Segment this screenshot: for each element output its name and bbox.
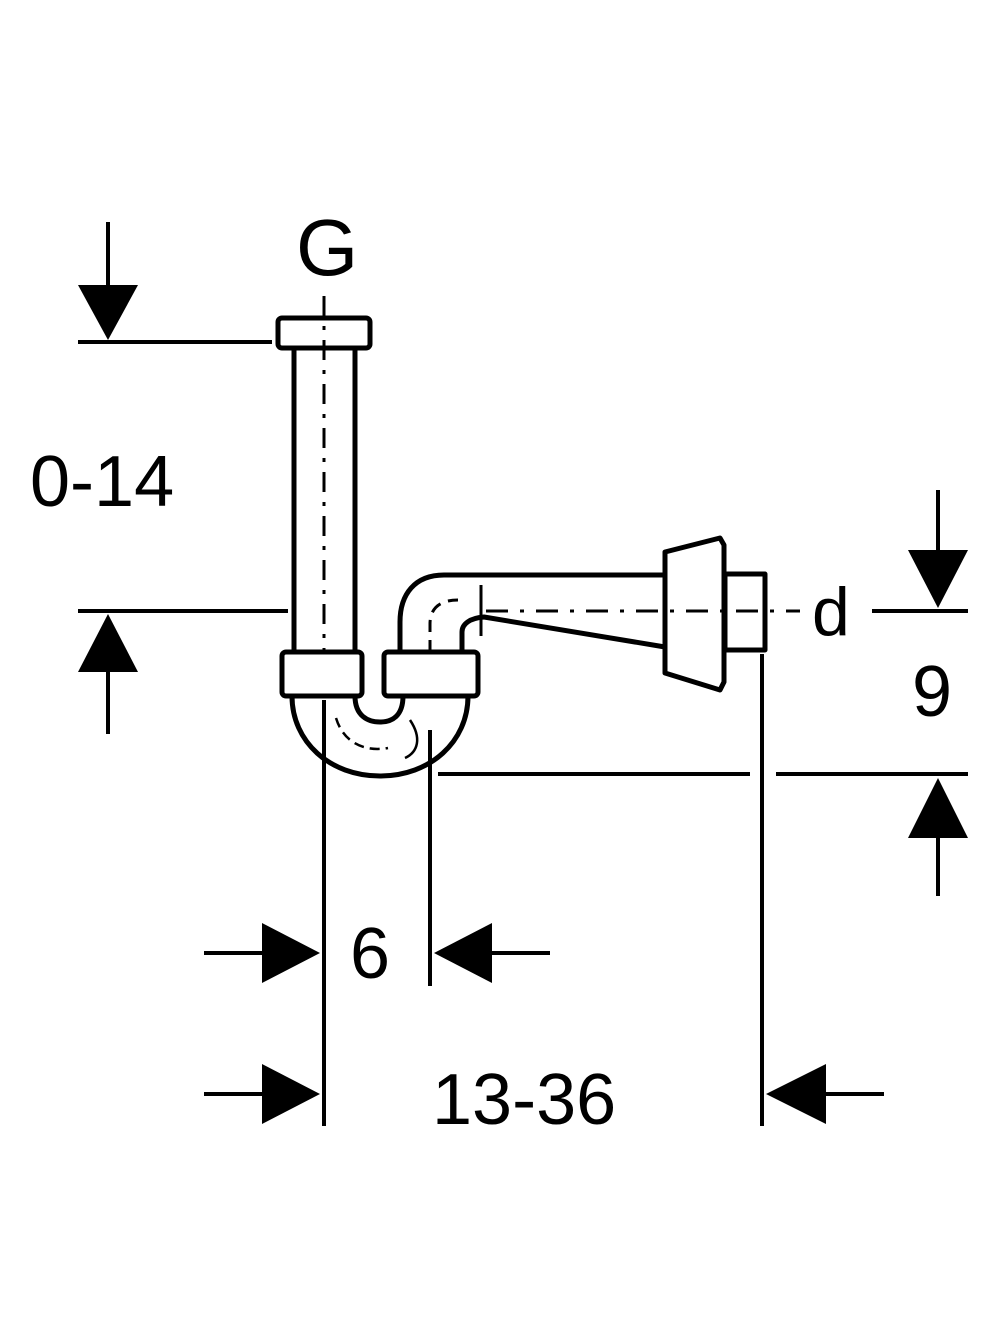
dimension-9 xyxy=(438,490,968,896)
trap-shading-line xyxy=(334,717,389,751)
trap-bowl-inner xyxy=(352,695,406,725)
outlet-height-label: 9 xyxy=(912,652,953,732)
union-nut-left xyxy=(279,649,365,699)
union-nut-right xyxy=(381,649,481,699)
wall-rosette xyxy=(662,535,727,693)
diameter-label: d xyxy=(812,574,850,650)
height-range-label: 0-14 xyxy=(30,442,175,522)
length-range-label: 13-36 xyxy=(432,1060,617,1140)
outlet-pipe-wall-top xyxy=(397,572,665,652)
trap-shading-arc xyxy=(404,719,419,760)
trap-body xyxy=(279,649,481,779)
inlet-pipe xyxy=(275,296,373,652)
elbow-inner-contour xyxy=(428,598,459,652)
dimension-13-36 xyxy=(204,1064,884,1124)
dimension-0-14 xyxy=(78,222,288,734)
outlet-pipe xyxy=(397,535,800,693)
outlet-pipe-wall-bottom xyxy=(459,614,666,652)
spacing-label: 6 xyxy=(350,914,391,994)
outlet-spigot xyxy=(722,571,768,653)
arrow-left-1336 xyxy=(766,1064,826,1124)
extension-lines-vertical xyxy=(322,654,764,1126)
arrow-up-left xyxy=(78,614,138,672)
trap-bowl-outer xyxy=(289,695,471,779)
arrow-down-top xyxy=(78,285,138,340)
arrow-up-right xyxy=(908,778,968,838)
arrow-left-6 xyxy=(434,923,492,983)
arrow-right-6 xyxy=(262,923,320,983)
thread-label: G xyxy=(296,203,359,292)
arrow-down-right xyxy=(908,550,968,608)
arrow-right-1336 xyxy=(262,1064,320,1124)
dimension-6 xyxy=(204,923,550,983)
